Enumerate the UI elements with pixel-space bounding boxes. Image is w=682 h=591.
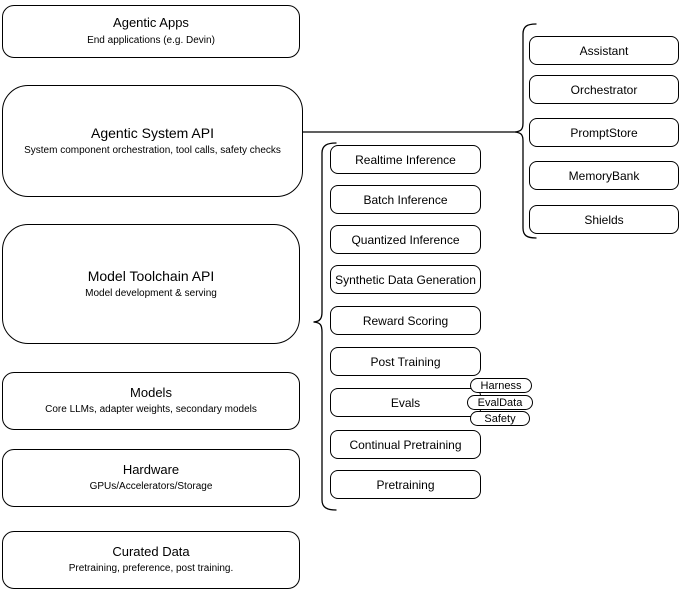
tag-safety: Safety <box>470 411 530 426</box>
node-agentic-system-api: Agentic System API System component orch… <box>2 85 303 197</box>
node-shields: Shields <box>529 205 679 234</box>
node-assistant: Assistant <box>529 36 679 65</box>
node-subtitle: Core LLMs, adapter weights, secondary mo… <box>45 404 257 416</box>
node-batch-inference: Batch Inference <box>330 185 481 214</box>
tag-harness: Harness <box>470 378 532 393</box>
node-quantized-inference: Quantized Inference <box>330 225 481 254</box>
tag-evaldata: EvalData <box>467 395 533 410</box>
node-evals: Evals <box>330 388 481 417</box>
node-subtitle: End applications (e.g. Devin) <box>87 34 215 46</box>
node-hardware: Hardware GPUs/Accelerators/Storage <box>2 449 300 507</box>
node-title: Curated Data <box>112 543 190 559</box>
node-title: Agentic System API <box>91 124 214 141</box>
node-model-toolchain-api: Model Toolchain API Model development & … <box>2 224 300 344</box>
node-title: Agentic Apps <box>113 15 189 31</box>
node-reward-scoring: Reward Scoring <box>330 306 481 335</box>
node-memorybank: MemoryBank <box>529 161 679 190</box>
node-subtitle: GPUs/Accelerators/Storage <box>89 481 213 493</box>
node-agentic-apps: Agentic Apps End applications (e.g. Devi… <box>2 5 300 58</box>
node-title: Hardware <box>122 461 180 477</box>
node-realtime-inference: Realtime Inference <box>330 145 481 174</box>
node-subtitle: Model development & serving <box>85 288 217 300</box>
node-continual-pretraining: Continual Pretraining <box>330 430 481 459</box>
node-title: Model Toolchain API <box>87 267 215 284</box>
node-promptstore: PromptStore <box>529 118 679 147</box>
node-subtitle: Pretraining, preference, post training. <box>68 563 234 575</box>
node-post-training: Post Training <box>330 347 481 376</box>
node-pretraining: Pretraining <box>330 470 481 499</box>
node-title: Models <box>130 384 172 400</box>
node-orchestrator: Orchestrator <box>529 75 679 104</box>
node-curated-data: Curated Data Pretraining, preference, po… <box>2 531 300 589</box>
node-subtitle: System component orchestration, tool cal… <box>24 145 281 157</box>
node-synthetic-data-generation: Synthetic Data Generation <box>330 265 481 294</box>
node-models: Models Core LLMs, adapter weights, secon… <box>2 372 300 430</box>
